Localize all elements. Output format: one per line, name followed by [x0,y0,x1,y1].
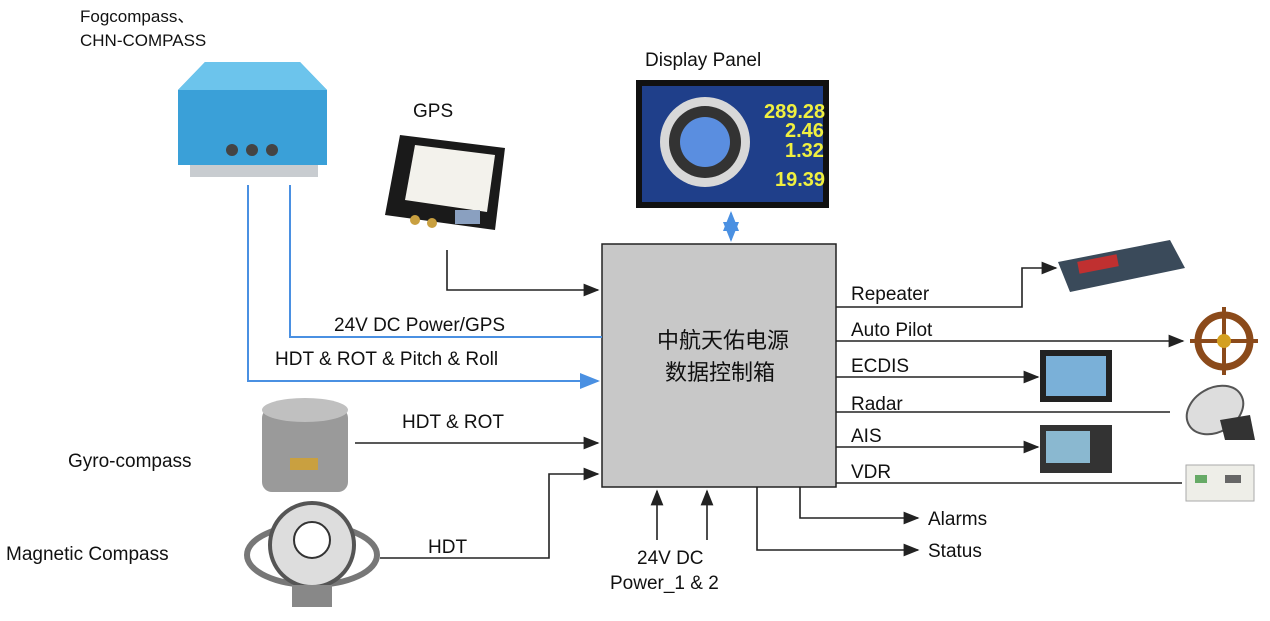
gps-link [446,250,600,297]
alarms-link [799,487,920,525]
output-radar: Radar [851,394,903,415]
output-vdr: VDR [851,462,891,483]
power-label-line1: 24V DC [637,548,704,569]
ecdis-image [1040,350,1112,402]
output-ais: AIS [851,426,882,447]
fogcompass-image [178,62,327,177]
autopilot-wheel-image [1190,307,1258,375]
output-repeater: Repeater [851,284,930,305]
magnetic-label: Magnetic Compass [6,544,169,565]
display-value-roll: 1.32 [785,140,824,162]
hdt-rot-pitch-roll-label: HDT & ROT & Pitch & Roll [275,349,498,370]
status-link [756,487,920,557]
display-value-heading: 289.28 [764,101,825,123]
display-panel-image: 289.28 2.46 1.32 19.39 [636,80,829,208]
output-alarms: Alarms [928,509,987,530]
radar-image [1185,384,1255,440]
controller-label-line2: 数据控制箱 [665,361,775,386]
vdr-image [1185,464,1255,502]
display-panel-label: Display Panel [645,50,761,71]
fogcompass-label-line2: CHN-COMPASS [80,31,206,50]
output-ecdis: ECDIS [851,356,909,377]
gps-image [385,135,505,230]
display-value-pitch: 2.46 [785,120,824,142]
magnetic-link [380,467,600,559]
magnetic-compass-image [244,501,380,607]
repeater-link [836,261,1058,308]
repeater-image [1058,240,1185,292]
fogcompass-label-line1: Fogcompass、 [80,7,194,26]
power-gps-label: 24V DC Power/GPS [334,315,505,336]
output-autopilot: Auto Pilot [851,320,933,341]
output-status: Status [928,541,982,562]
power-label-line2: Power_1 & 2 [610,573,719,594]
controller-label-line1: 中航天佑电源 [657,329,789,354]
gyro-image [262,398,348,492]
hdt-rot-label: HDT & ROT [402,412,504,433]
hdt-label: HDT [428,537,467,558]
power-gps-link [289,185,602,338]
display-value-rot: 19.39 [775,169,825,191]
gps-label: GPS [413,101,453,122]
ais-image [1040,425,1112,473]
controller-box [601,243,837,488]
gyro-label: Gyro-compass [68,451,192,472]
fog-data-link [247,185,600,389]
